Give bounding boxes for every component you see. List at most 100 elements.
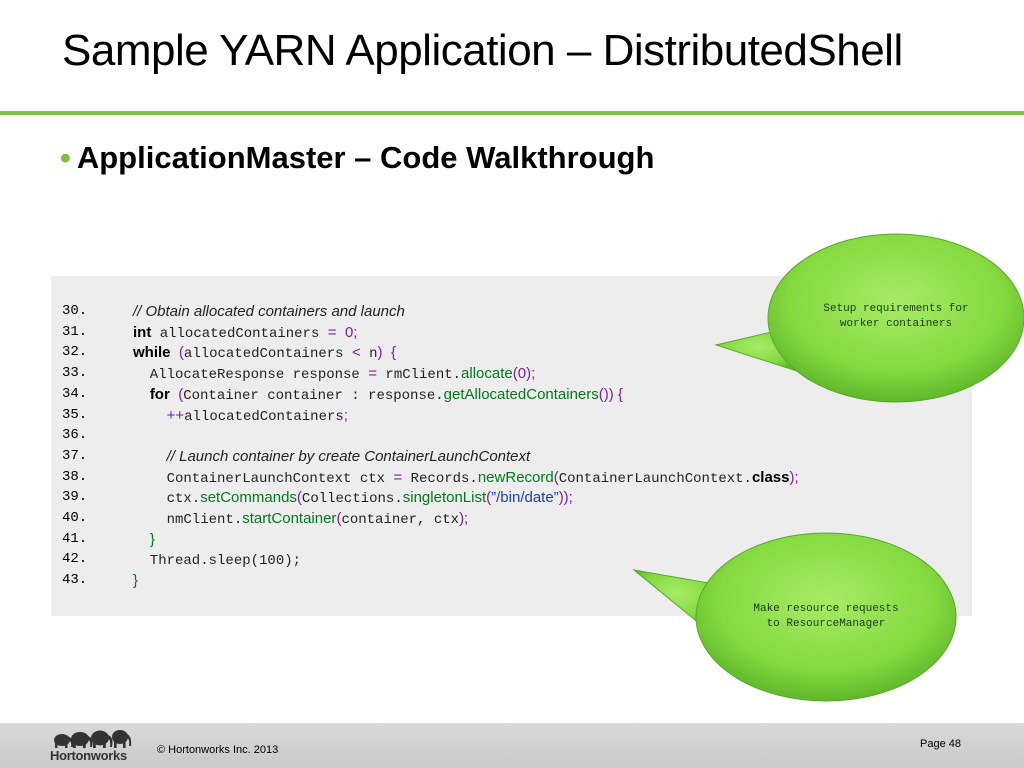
title-divider: [0, 111, 1024, 115]
code-token: allocatedContainers: [184, 408, 344, 425]
code-token: nmClient.: [133, 512, 243, 528]
line-number: 37.: [62, 447, 88, 464]
code-token: ): [377, 344, 383, 362]
code-token: class: [751, 468, 790, 486]
code-token: =: [327, 323, 337, 341]
code-token: [337, 326, 345, 342]
code-token: ContainerLaunchContext ctx: [133, 470, 394, 487]
code-token: ”/bin/date”: [491, 489, 559, 507]
code-token: =: [368, 365, 378, 383]
code-token: [170, 388, 178, 404]
code-token: );: [789, 468, 799, 486]
code-token: allocatedContainers: [151, 325, 328, 342]
code-text: ContainerLaunchContext ctx = Records.new…: [133, 467, 799, 489]
code-token: startContainer: [242, 510, 337, 527]
code-token: );: [459, 510, 469, 527]
elephant-herd-logo-icon: [54, 730, 132, 748]
code-text: ctx.setCommands(Collections.singletonLis…: [133, 487, 573, 509]
code-text: Thread.sleep(100);: [133, 549, 301, 571]
code-token: Records.: [402, 470, 478, 487]
code-text: while (allocatedContainers < n) {: [133, 342, 396, 364]
code-token: {: [390, 344, 396, 362]
code-token: [133, 409, 167, 425]
code-token: int: [133, 323, 152, 341]
code-token: Container container : response.: [183, 387, 444, 404]
line-number: 39.: [62, 489, 88, 506]
line-number: 30.: [62, 303, 88, 319]
line-number: 31.: [62, 323, 88, 340]
code-text: for (Container container : response.getA…: [133, 384, 623, 406]
line-number: 42.: [62, 551, 88, 568]
bullet-marker: •: [60, 140, 71, 175]
code-token: setCommands: [200, 489, 297, 507]
callout-bottom-text: Make resource requests to ResourceManage…: [753, 603, 899, 630]
code-token: );: [526, 365, 536, 383]
code-token: container, ctx: [341, 512, 460, 528]
line-number: 38.: [62, 468, 88, 485]
code-token: <: [351, 344, 361, 362]
code-token: n: [360, 346, 378, 363]
code-token: // Launch container by create ContainerL…: [166, 447, 531, 465]
code-token: (: [296, 489, 302, 507]
code-token: (: [336, 510, 342, 527]
code-token: (: [486, 489, 492, 507]
code-token: (: [512, 365, 518, 383]
code-token: }: [149, 530, 155, 548]
code-token: =: [393, 468, 403, 486]
code-token: ()) {: [598, 385, 623, 403]
code-token: [383, 346, 391, 362]
code-token: ));: [558, 489, 573, 507]
line-number: 34.: [62, 385, 88, 402]
code-token: [133, 388, 150, 404]
code-token: ctx.: [133, 491, 201, 508]
footer-bar: [0, 723, 1024, 768]
line-number: 43.: [62, 572, 88, 589]
code-token: [171, 346, 179, 362]
code-token: (: [178, 344, 184, 362]
line-number: 40.: [62, 510, 88, 526]
line-number: 32.: [62, 344, 88, 361]
code-text: AllocateResponse response = rmClient.all…: [133, 363, 535, 385]
code-text: nmClient.startContainer(container, ctx);: [133, 508, 469, 530]
code-token: ;: [353, 323, 358, 341]
code-text: // Launch container by create ContainerL…: [133, 446, 531, 468]
code-token: ++: [166, 406, 185, 424]
copyright-text: © Hortonworks Inc. 2013: [157, 744, 279, 756]
code-token: (: [553, 468, 559, 486]
line-number: 33.: [62, 365, 88, 382]
page-number: Page 48: [920, 738, 961, 750]
bullet-heading: •ApplicationMaster – Code Walkthrough: [60, 140, 654, 176]
callout-top-text: Setup requirements for worker containers: [823, 303, 969, 330]
line-number: 41.: [62, 530, 88, 547]
code-token: ;: [343, 406, 348, 424]
code-token: ContainerLaunchContext.: [558, 470, 752, 487]
bullet-text: ApplicationMaster – Code Walkthrough: [76, 140, 655, 175]
slide-title: Sample YARN Application – DistributedShe…: [62, 26, 903, 75]
logo-wordmark: Hortonworks: [50, 748, 127, 763]
code-token: rmClient.: [377, 367, 462, 384]
code-token: }: [133, 572, 139, 590]
code-text: }: [133, 570, 138, 591]
code-token: allocate: [461, 365, 513, 383]
code-text: }: [133, 529, 155, 551]
code-token: (: [178, 385, 184, 403]
code-token: [133, 533, 150, 549]
code-token: 0: [517, 365, 527, 383]
code-token: getAllocatedContainers: [443, 385, 599, 403]
code-text: int allocatedContainers = 0;: [133, 322, 357, 344]
code-text: ++allocatedContainers;: [133, 405, 348, 427]
code-token: Thread.sleep(100);: [133, 553, 302, 570]
code-token: singletonList: [402, 489, 487, 507]
code-token: allocatedContainers: [183, 346, 352, 363]
code-token: for: [149, 385, 170, 403]
code-token: 0: [344, 323, 354, 341]
code-token: newRecord: [477, 468, 554, 486]
code-text: // Obtain allocated containers and launc…: [133, 301, 405, 322]
code-token: AllocateResponse response: [133, 367, 369, 384]
line-number: 36.: [62, 427, 88, 444]
code-token: [133, 450, 167, 466]
line-number: 35.: [62, 406, 88, 423]
code-token: Collections.: [301, 491, 403, 508]
code-token: while: [133, 344, 171, 362]
code-token: // Obtain allocated containers and launc…: [133, 303, 405, 320]
